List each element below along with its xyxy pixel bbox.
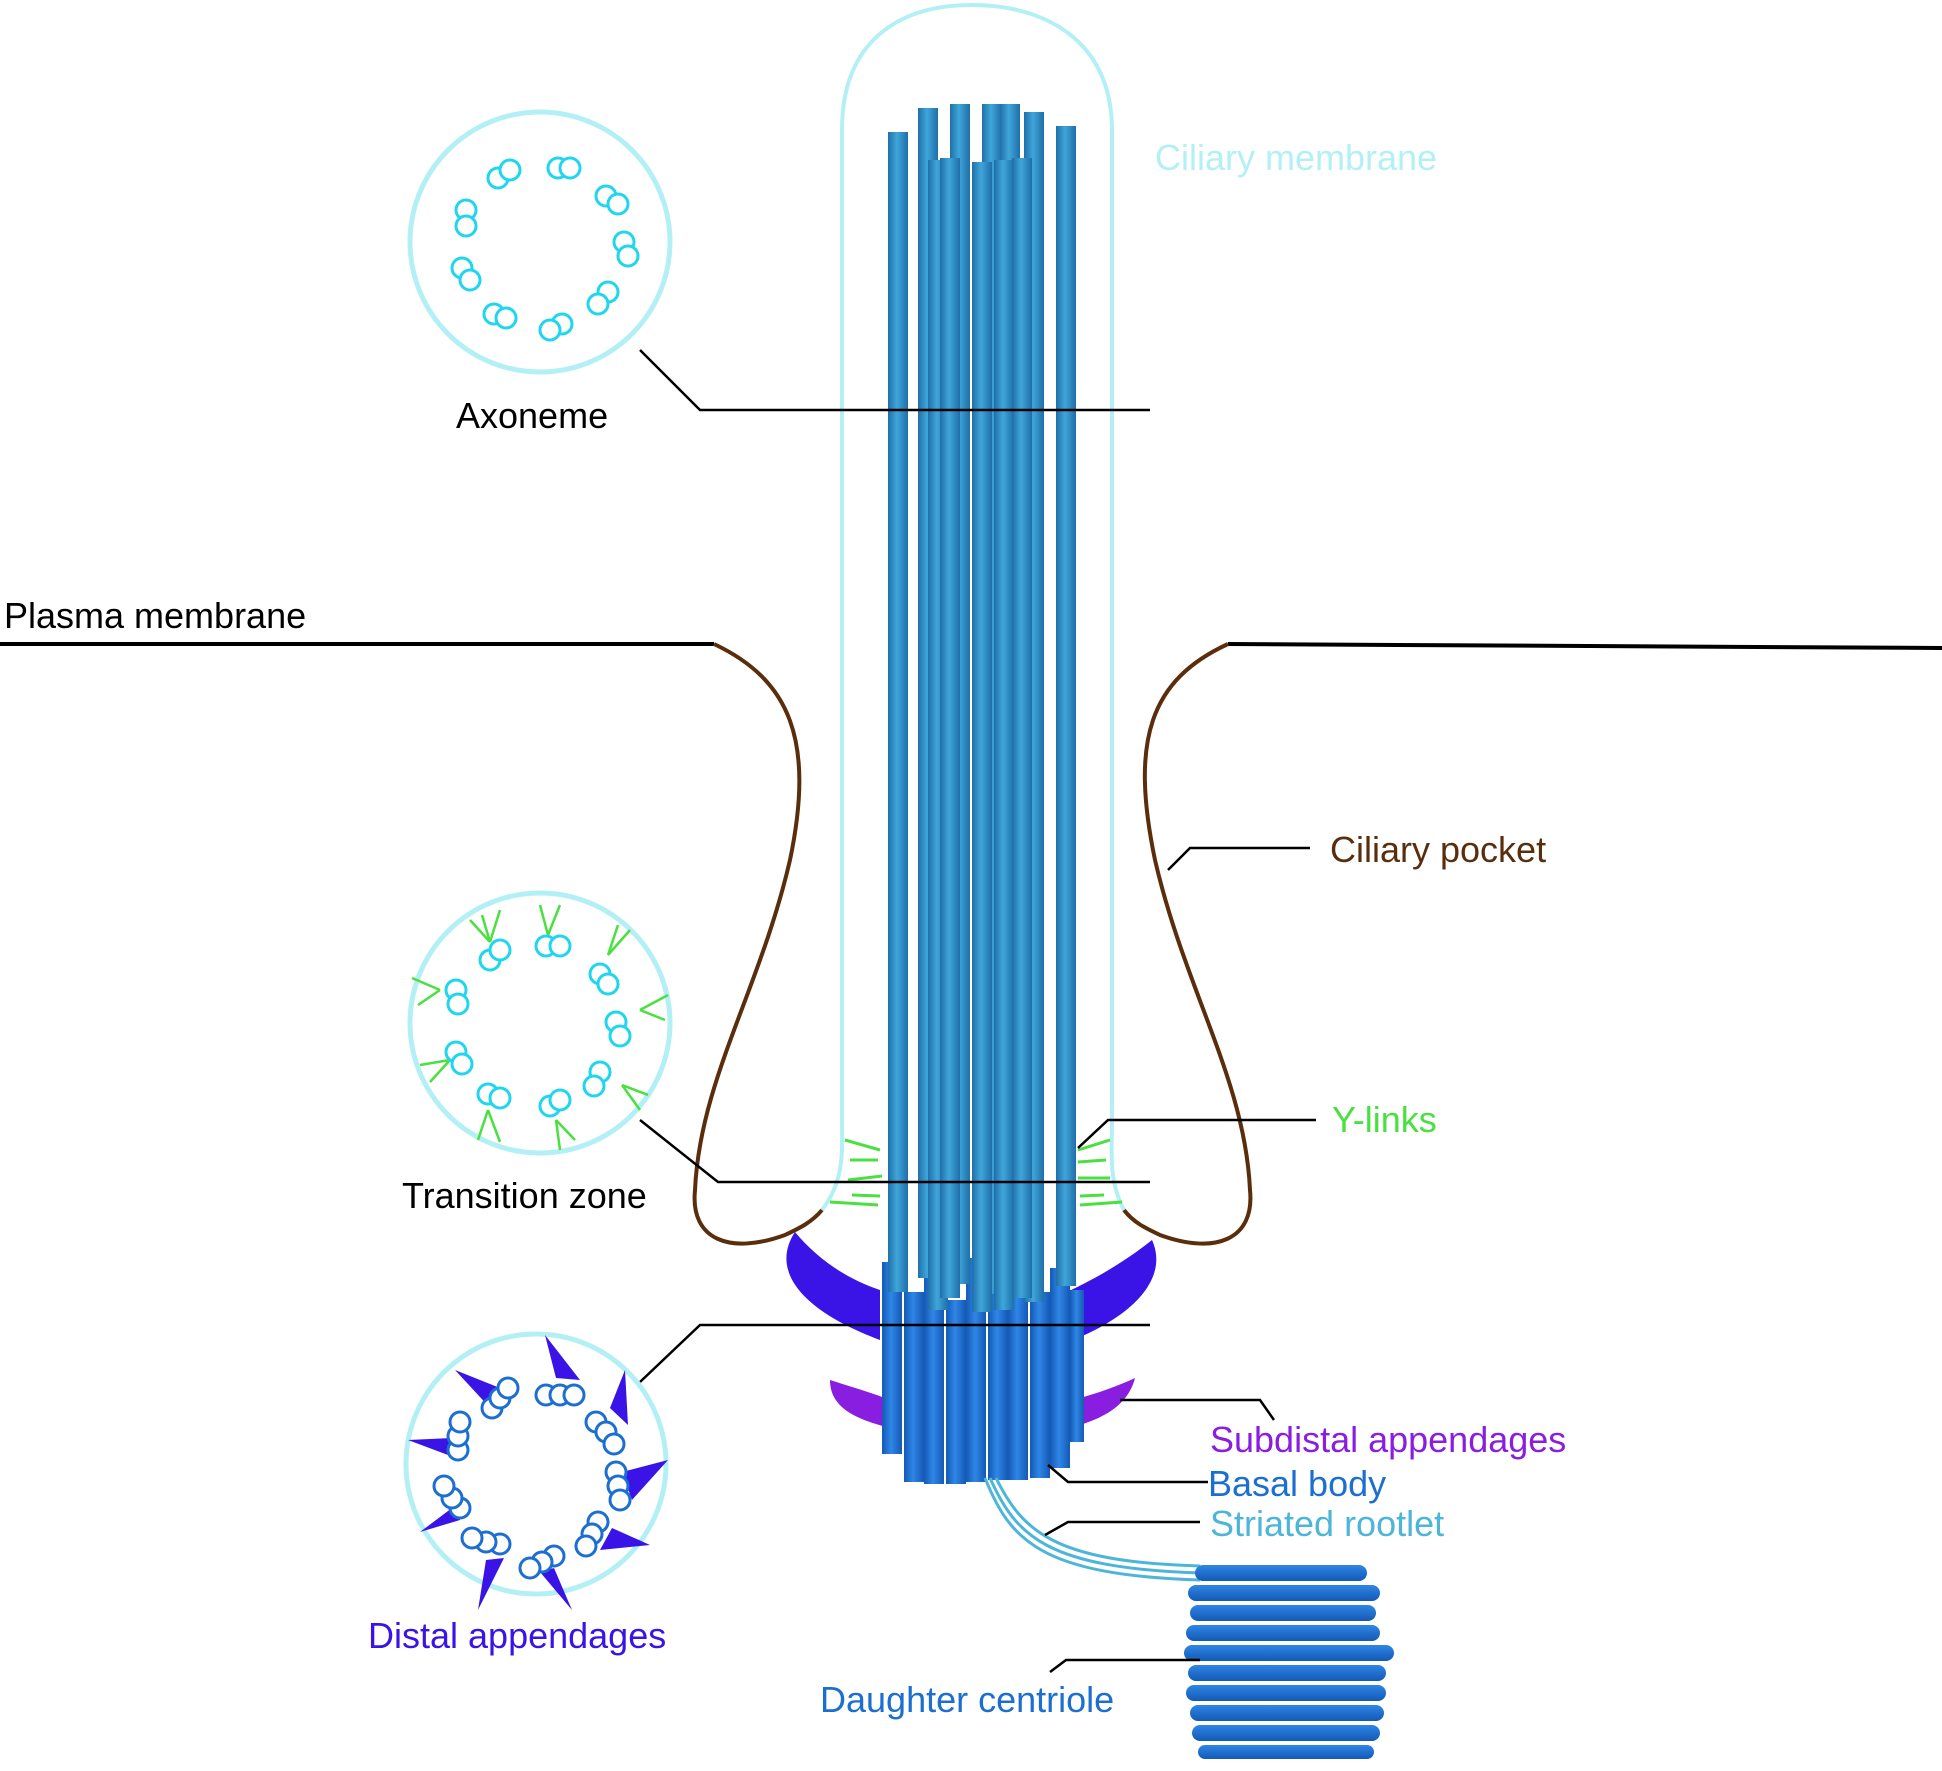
subdistal-appendage-left (830, 1380, 890, 1428)
striated-rootlet-label: Striated rootlet (1210, 1503, 1444, 1544)
plasma-membrane-label: Plasma membrane (4, 595, 306, 636)
basal-body-label: Basal body (1208, 1463, 1386, 1504)
distal-appendages-label: Distal appendages (368, 1615, 666, 1656)
ciliary-membrane (820, 2, 1126, 1212)
daughter-centriole (1184, 1565, 1394, 1759)
striated-rootlet-leader (1044, 1520, 1200, 1537)
daughter-centriole-leader (1049, 1658, 1200, 1673)
distal-appendage-left (786, 1232, 880, 1340)
leader-lines (639, 349, 1316, 1673)
ciliary-pocket-leader (1167, 846, 1310, 871)
basal-body-leader (1047, 1464, 1208, 1484)
ciliary-pocket-left (692, 642, 824, 1246)
axoneme-inset (407, 109, 673, 375)
transition-zone-leader (639, 1119, 1150, 1184)
axoneme-microtubules (888, 104, 1076, 1312)
axoneme-leader (639, 349, 1150, 412)
ciliary-pocket-right (1122, 642, 1253, 1246)
ciliary-pocket-label: Ciliary pocket (1330, 829, 1546, 870)
distal-appendages-leader (639, 1323, 1150, 1383)
daughter-centriole-label: Daughter centriole (820, 1679, 1114, 1720)
ciliary-membrane-label: Ciliary membrane (1155, 137, 1437, 178)
subdistal-appendages-leader (1120, 1398, 1276, 1421)
striated-rootlet (983, 1477, 1201, 1582)
y-links-cilium (829, 1138, 1123, 1207)
transition-zone-inset (407, 890, 673, 1156)
distal-appendage-right (1060, 1240, 1157, 1345)
axoneme-label: Axoneme (456, 395, 608, 436)
basal-body-tubes (882, 1258, 1084, 1484)
subdistal-appendages-label: Subdistal appendages (1210, 1419, 1566, 1460)
subdistal-appendage-right (1080, 1378, 1135, 1425)
plasma-membrane-line (0, 642, 1942, 650)
transition-zone-label: Transition zone (402, 1175, 647, 1216)
y-links-label: Y-links (1332, 1099, 1437, 1140)
distal-appendages-inset (403, 1331, 669, 1610)
y-links-leader (1077, 1118, 1316, 1149)
